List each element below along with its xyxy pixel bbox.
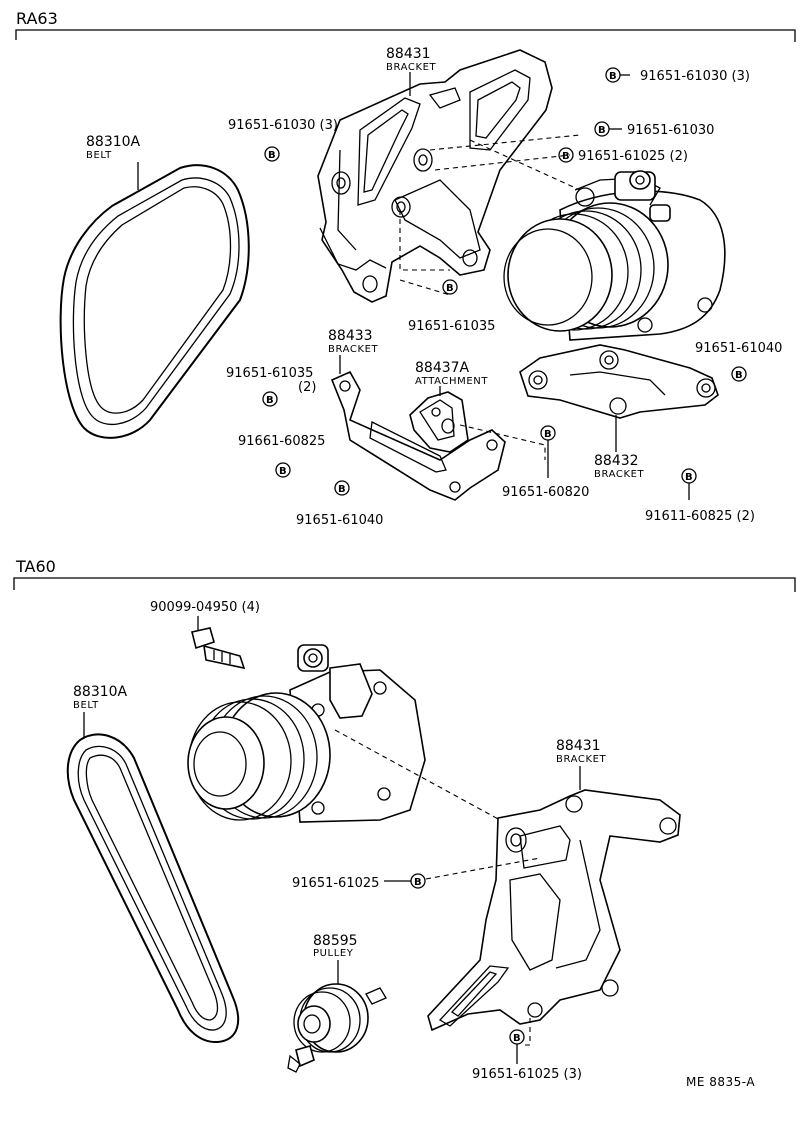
label-bolt-61030-mid: 91651-61030 xyxy=(627,123,714,138)
label-bracket-88431-name-ta60: BRACKET xyxy=(556,754,607,765)
svg-text:B: B xyxy=(279,466,287,477)
svg-text:B: B xyxy=(685,472,693,483)
label-bolt-60820: 91651-60820 xyxy=(502,485,589,500)
compressor-drawing-ra63 xyxy=(503,170,726,341)
bolt-symbol: B xyxy=(681,468,697,484)
svg-text:B: B xyxy=(414,877,422,888)
label-bolt-61025-three: 91651-61025 (3) xyxy=(472,1067,582,1082)
svg-text:B: B xyxy=(609,71,617,82)
label-bolt-61040-bottom: 91651-61040 xyxy=(296,513,383,528)
svg-text:B: B xyxy=(266,395,274,406)
section-title-ta60: TA60 xyxy=(15,557,56,576)
bolt-04950-drawing xyxy=(191,627,246,670)
svg-text:B: B xyxy=(562,151,570,162)
svg-text:B: B xyxy=(338,484,346,495)
label-attachment-88437a-ra63: 88437A xyxy=(415,360,470,376)
bolt-symbol: B xyxy=(262,391,278,407)
bolt-symbol: B xyxy=(605,67,621,83)
label-bracket-88431-ra63: 88431 xyxy=(386,46,431,62)
svg-text:B: B xyxy=(446,283,454,294)
label-bolt-04950: 90099-04950 (4) xyxy=(150,600,260,615)
bolt-symbol: B xyxy=(334,480,350,496)
belt-drawing-ta60 xyxy=(66,733,240,1044)
bolt-symbol: B xyxy=(410,873,426,889)
label-bracket-88431-name-ra63: BRACKET xyxy=(386,62,437,73)
label-bolt-60825-right: 91611-60825 (2) xyxy=(645,509,755,524)
label-pulley-88595-name: PULLEY xyxy=(313,948,354,959)
reference-code: ME 8835-A xyxy=(686,1075,755,1089)
bracket-88432-drawing-ra63 xyxy=(519,344,719,419)
label-bolt-61025-two: 91651-61025 (2) xyxy=(578,149,688,164)
section-frame-ra63 xyxy=(15,29,796,42)
label-bracket-88432-ra63: 88432 xyxy=(594,453,639,469)
svg-text:B: B xyxy=(268,150,276,161)
section-frame-ta60 xyxy=(13,577,796,592)
label-bolt-61025-mid: 91651-61025 xyxy=(292,876,379,891)
label-bracket-88433-name-ra63: BRACKET xyxy=(328,344,379,355)
svg-text:B: B xyxy=(735,370,743,381)
bolt-symbol: B xyxy=(558,147,574,163)
bracket-88433-drawing-ra63 xyxy=(330,370,506,501)
attachment-88437a-drawing-ra63 xyxy=(409,391,469,453)
svg-text:B: B xyxy=(544,429,552,440)
label-belt-ta60: 88310A xyxy=(73,684,128,700)
bracket-88431-drawing-ta60 xyxy=(427,789,681,1032)
label-bolt-61040-right: 91651-61040 xyxy=(695,341,782,356)
bolt-symbol: B xyxy=(509,1029,525,1045)
bolt-symbol: B xyxy=(731,366,747,382)
bolt-symbols-ra63: B B B B B B B B B B B xyxy=(262,67,747,500)
pulley-88595-drawing xyxy=(287,983,387,1073)
bracket-88431-drawing-ra63 xyxy=(317,49,553,303)
bolt-symbol: B xyxy=(264,146,280,162)
label-bracket-88432-name-ra63: BRACKET xyxy=(594,469,645,480)
label-bolt-61030-top: 91651-61030 (3) xyxy=(640,69,750,84)
label-bolt-61035-center: 91651-61035 xyxy=(408,319,495,334)
belt-drawing-ra63 xyxy=(59,164,250,439)
bolt-symbols-ta60: B B xyxy=(384,873,525,1064)
section-title-ra63: RA63 xyxy=(16,9,58,28)
compressor-drawing-ta60 xyxy=(187,644,426,823)
label-bracket-88431-ta60: 88431 xyxy=(556,738,601,754)
label-attachment-88437a-name-ra63: ATTACHMENT xyxy=(415,376,488,387)
label-bolt-61035-left: 91651-61035 xyxy=(226,366,313,381)
bolt-symbol: B xyxy=(442,279,458,295)
svg-text:B: B xyxy=(598,125,606,136)
label-bolt-61030-left: 91651-61030 (3) xyxy=(228,118,338,133)
label-bolt-60825-left: 91661-60825 xyxy=(238,434,325,449)
svg-text:B: B xyxy=(513,1033,521,1044)
label-bracket-88433-ra63: 88433 xyxy=(328,328,373,344)
label-belt-ra63: 88310A xyxy=(86,134,141,150)
assembly-lines-ta60 xyxy=(334,729,541,1046)
assembly-lines-ra63 xyxy=(399,134,581,460)
label-belt-name-ta60: BELT xyxy=(73,700,99,711)
bolt-symbol: B xyxy=(594,121,610,137)
bolt-symbol: B xyxy=(540,425,556,441)
label-pulley-88595: 88595 xyxy=(313,933,358,949)
bolt-symbol: B xyxy=(275,462,291,478)
label-bolt-61035-left-qty: (2) xyxy=(298,380,316,395)
label-belt-name-ra63: BELT xyxy=(86,150,112,161)
